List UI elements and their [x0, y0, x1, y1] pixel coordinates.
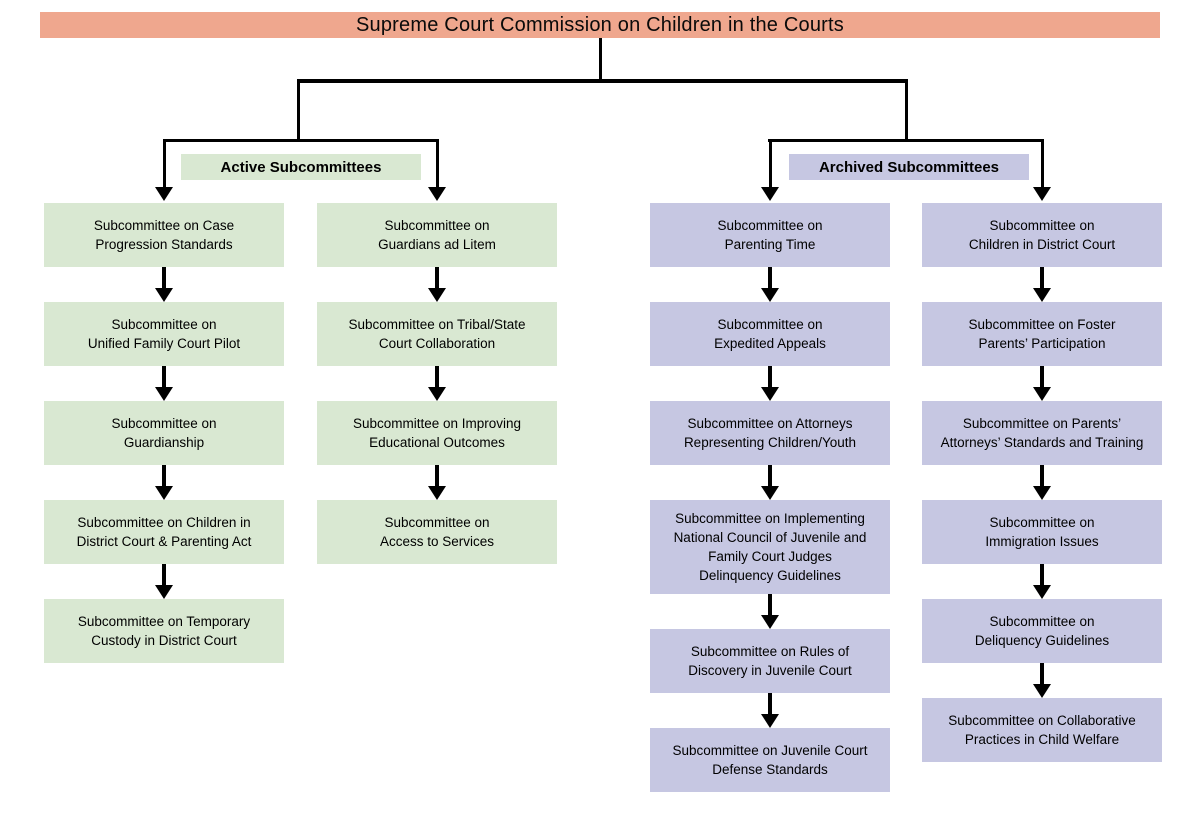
arrow-head-icon: [761, 714, 779, 728]
down-arrow: [44, 465, 284, 500]
arrow-stem: [435, 465, 439, 486]
arrow-stem: [162, 139, 166, 187]
arrow-head-icon: [1033, 387, 1051, 401]
arrow-stem: [435, 139, 439, 187]
arrow-stem: [162, 564, 166, 585]
top-arrow-column-3: [761, 139, 779, 201]
subcommittee-box: Subcommittee on Collaborative Practices …: [922, 698, 1162, 762]
subcommittee-box: Subcommittee on Juvenile Court Defense S…: [650, 728, 890, 792]
arrow-head-icon: [1033, 585, 1051, 599]
connector-center-vertical: [599, 38, 602, 80]
arrow-stem: [435, 366, 439, 387]
top-arrow-column-2: [428, 139, 446, 201]
subcommittee-box: Subcommittee on Attorneys Representing C…: [650, 401, 890, 465]
subcommittee-box: Subcommittee on Parents’ Attorneys’ Stan…: [922, 401, 1162, 465]
arrow-stem: [768, 693, 772, 714]
subcommittee-box: Subcommittee on Foster Parents’ Particip…: [922, 302, 1162, 366]
column-archived-2: Subcommittee on Children in District Cou…: [922, 203, 1162, 762]
arrow-stem: [768, 366, 772, 387]
down-arrow: [922, 564, 1162, 599]
arrow-stem: [1040, 564, 1044, 585]
arrow-stem: [1040, 465, 1044, 486]
group-label-active: Active Subcommittees: [181, 154, 421, 180]
subcommittee-box: Subcommittee on Immigration Issues: [922, 500, 1162, 564]
arrow-stem: [768, 267, 772, 288]
down-arrow: [317, 465, 557, 500]
arrow-stem: [768, 594, 772, 615]
arrow-stem: [1040, 139, 1044, 187]
arrow-head-icon: [761, 387, 779, 401]
subcommittee-box: Subcommittee on Tribal/State Court Colla…: [317, 302, 557, 366]
group-label-archived: Archived Subcommittees: [789, 154, 1029, 180]
subcommittee-box: Subcommittee on Guardians ad Litem: [317, 203, 557, 267]
arrow-head-icon: [1033, 288, 1051, 302]
arrow-head-icon: [1033, 684, 1051, 698]
connector-tier2-right-horizontal: [768, 139, 1044, 142]
subcommittee-box: Subcommittee on Implementing National Co…: [650, 500, 890, 594]
arrow-head-icon: [428, 387, 446, 401]
down-arrow: [650, 693, 890, 728]
subcommittee-box: Subcommittee on Expedited Appeals: [650, 302, 890, 366]
arrow-head-icon: [428, 486, 446, 500]
column-active-2: Subcommittee on Guardians ad Litem Subco…: [317, 203, 557, 564]
arrow-stem: [1040, 267, 1044, 288]
down-arrow: [922, 465, 1162, 500]
arrow-stem: [1040, 366, 1044, 387]
subcommittee-box: Subcommittee on Parenting Time: [650, 203, 890, 267]
arrow-head-icon: [1033, 187, 1051, 201]
down-arrow: [650, 594, 890, 629]
subcommittee-box: Subcommittee on Rules of Discovery in Ju…: [650, 629, 890, 693]
arrow-stem: [1040, 663, 1044, 684]
down-arrow: [922, 366, 1162, 401]
subcommittee-box: Subcommittee on Children in District Cou…: [44, 500, 284, 564]
down-arrow: [317, 267, 557, 302]
arrow-head-icon: [428, 288, 446, 302]
subcommittee-box: Subcommittee on Temporary Custody in Dis…: [44, 599, 284, 663]
connector-right-arm: [905, 79, 908, 142]
down-arrow: [317, 366, 557, 401]
connector-tier1-horizontal: [297, 79, 908, 83]
arrow-stem: [162, 366, 166, 387]
arrow-head-icon: [155, 585, 173, 599]
arrow-head-icon: [155, 187, 173, 201]
down-arrow: [922, 267, 1162, 302]
subcommittee-box: Subcommittee on Case Progression Standar…: [44, 203, 284, 267]
down-arrow: [44, 267, 284, 302]
down-arrow: [650, 366, 890, 401]
arrow-head-icon: [761, 187, 779, 201]
arrow-stem: [435, 267, 439, 288]
down-arrow: [650, 465, 890, 500]
subcommittee-box: Subcommittee on Children in District Cou…: [922, 203, 1162, 267]
down-arrow: [44, 366, 284, 401]
down-arrow: [922, 663, 1162, 698]
top-arrow-column-4: [1033, 139, 1051, 201]
arrow-head-icon: [761, 486, 779, 500]
top-arrow-column-1: [155, 139, 173, 201]
subcommittee-box: Subcommittee on Deliquency Guidelines: [922, 599, 1162, 663]
arrow-head-icon: [155, 288, 173, 302]
arrow-stem: [768, 139, 772, 187]
column-active-1: Subcommittee on Case Progression Standar…: [44, 203, 284, 663]
down-arrow: [44, 564, 284, 599]
arrow-head-icon: [761, 288, 779, 302]
arrow-stem: [768, 465, 772, 486]
column-archived-1: Subcommittee on Parenting Time Subcommit…: [650, 203, 890, 792]
arrow-head-icon: [761, 615, 779, 629]
subcommittee-box: Subcommittee on Improving Educational Ou…: [317, 401, 557, 465]
arrow-head-icon: [155, 486, 173, 500]
arrow-head-icon: [1033, 486, 1051, 500]
subcommittee-box: Subcommittee on Access to Services: [317, 500, 557, 564]
arrow-stem: [162, 465, 166, 486]
arrow-stem: [162, 267, 166, 288]
subcommittee-box: Subcommittee on Guardianship: [44, 401, 284, 465]
arrow-head-icon: [428, 187, 446, 201]
chart-title-banner: Supreme Court Commission on Children in …: [40, 12, 1160, 38]
connector-left-arm: [297, 79, 300, 142]
connector-tier2-left-horizontal: [163, 139, 439, 142]
arrow-head-icon: [155, 387, 173, 401]
down-arrow: [650, 267, 890, 302]
subcommittee-box: Subcommittee on Unified Family Court Pil…: [44, 302, 284, 366]
